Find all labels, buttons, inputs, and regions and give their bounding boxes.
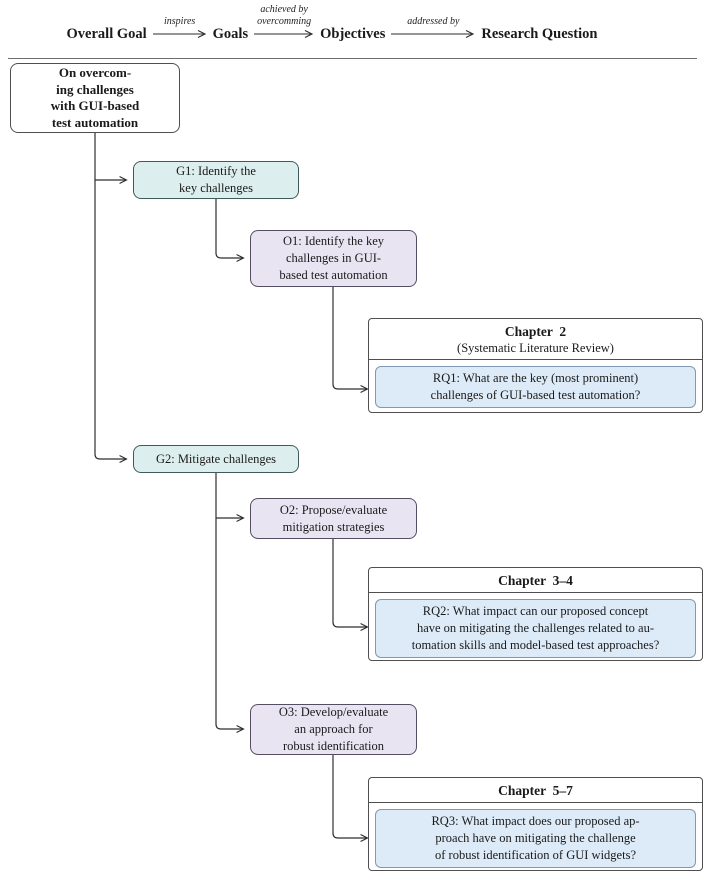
- rq2-line: tomation skills and model-based test app…: [411, 638, 660, 652]
- chapter-3-4-header: Chapter 3–4: [369, 568, 702, 593]
- objective-o2-line: O2: Propose/evaluate: [279, 502, 388, 517]
- rq2-line: RQ2: What impact can our proposed concep…: [422, 604, 649, 618]
- rq3-line: of robust identification of GUI widgets?: [435, 848, 636, 862]
- rq2-line: have on mitigating the challenges relate…: [416, 621, 655, 635]
- objective-o1-line: challenges in GUI-: [285, 251, 382, 265]
- connector-g2-to-o3: [215, 473, 243, 729]
- overall-goal-line: with GUI-based: [50, 98, 140, 113]
- chapter-2-header: Chapter 2 (Systematic Literature Review): [369, 319, 702, 360]
- legend-arrow-inspires: inspires: [152, 16, 207, 39]
- objective-o1-line: O1: Identify the key: [282, 234, 384, 248]
- rq3-line: proach have on mitigating the challenge: [435, 831, 636, 845]
- objective-o2-box: O2: Propose/evaluate mitigation strategi…: [250, 498, 417, 539]
- goal-g1-line: key challenges: [179, 181, 253, 195]
- legend-arrow-addressed-by: addressed by: [391, 16, 475, 39]
- connector-root-to-g2: [94, 133, 126, 459]
- chapter-5-7-title: Chapter 5–7: [498, 783, 573, 798]
- legend-research-question: Research Question: [481, 26, 598, 43]
- right-arrow-icon: [391, 30, 475, 38]
- arrow-label-addressed-by: addressed by: [407, 16, 460, 27]
- connector-o3-to-rq3: [332, 755, 367, 838]
- goal-g1-box: G1: Identify the key challenges: [133, 161, 299, 199]
- legend-overall-goal: Overall Goal: [66, 26, 147, 43]
- chapter-3-4-title: Chapter 3–4: [498, 573, 573, 588]
- right-arrow-icon: [152, 30, 206, 38]
- rq2-box: RQ2: What impact can our proposed concep…: [375, 599, 696, 658]
- goal-g2-box: G2: Mitigate challenges: [133, 445, 299, 473]
- rq1-line: challenges of GUI-based test automation?: [430, 388, 641, 402]
- arrow-label-overcomming: overcomming: [257, 16, 312, 27]
- rq1-line: RQ1: What are the key (most prominent): [432, 371, 639, 385]
- objective-o1-line: based test automation: [279, 268, 388, 282]
- objective-o1-box: O1: Identify the key challenges in GUI- …: [250, 230, 417, 287]
- objective-o3-line: O3: Develop/evaluate: [278, 705, 389, 719]
- objective-o3-line: an approach for: [294, 722, 373, 736]
- rq3-box: RQ3: What impact does our proposed ap- p…: [375, 809, 696, 868]
- objective-o2-line: mitigation strategies: [282, 519, 385, 534]
- chapter-2-title: Chapter 2: [504, 324, 567, 339]
- rq3-line: RQ3: What impact does our proposed ap-: [431, 814, 640, 828]
- rq1-box: RQ1: What are the key (most prominent) c…: [375, 366, 696, 408]
- overall-goal-line: On overcom-: [58, 65, 132, 80]
- legend-objectives: Objectives: [320, 26, 386, 43]
- legend-row: Overall Goal inspires Goals achieved by …: [0, 4, 664, 43]
- legend-arrow-achieved-by: achieved by overcomming: [254, 4, 314, 39]
- arrow-label-achieved-by: achieved by: [260, 4, 308, 15]
- chapter-2-box: Chapter 2 (Systematic Literature Review)…: [368, 318, 703, 413]
- overall-goal-box: On overcom- ing challenges with GUI-base…: [10, 63, 180, 133]
- connector-g1-to-o1: [215, 199, 243, 258]
- connector-o2-to-rq2: [332, 539, 367, 627]
- overall-goal-line: test automation: [51, 114, 139, 130]
- chapter-2-subtitle: (Systematic Literature Review): [457, 341, 614, 355]
- chapter-5-7-box: Chapter 5–7 RQ3: What impact does our pr…: [368, 777, 703, 871]
- goal-g2-line: G2: Mitigate challenges: [155, 451, 277, 466]
- chapter-3-4-box: Chapter 3–4 RQ2: What impact can our pro…: [368, 567, 703, 661]
- goal-g1-line: G1: Identify the: [176, 164, 256, 178]
- arrow-label-inspires: inspires: [164, 16, 196, 27]
- overall-goal-line: ing challenges: [56, 81, 134, 97]
- objective-o3-box: O3: Develop/evaluate an approach for rob…: [250, 704, 417, 755]
- objective-o3-line: robust identification: [282, 739, 385, 753]
- header-separator-line: [8, 58, 697, 59]
- connector-o1-to-rq1: [332, 287, 367, 389]
- chapter-5-7-header: Chapter 5–7: [369, 778, 702, 803]
- legend-goals: Goals: [212, 26, 249, 43]
- right-arrow-icon: [254, 30, 314, 38]
